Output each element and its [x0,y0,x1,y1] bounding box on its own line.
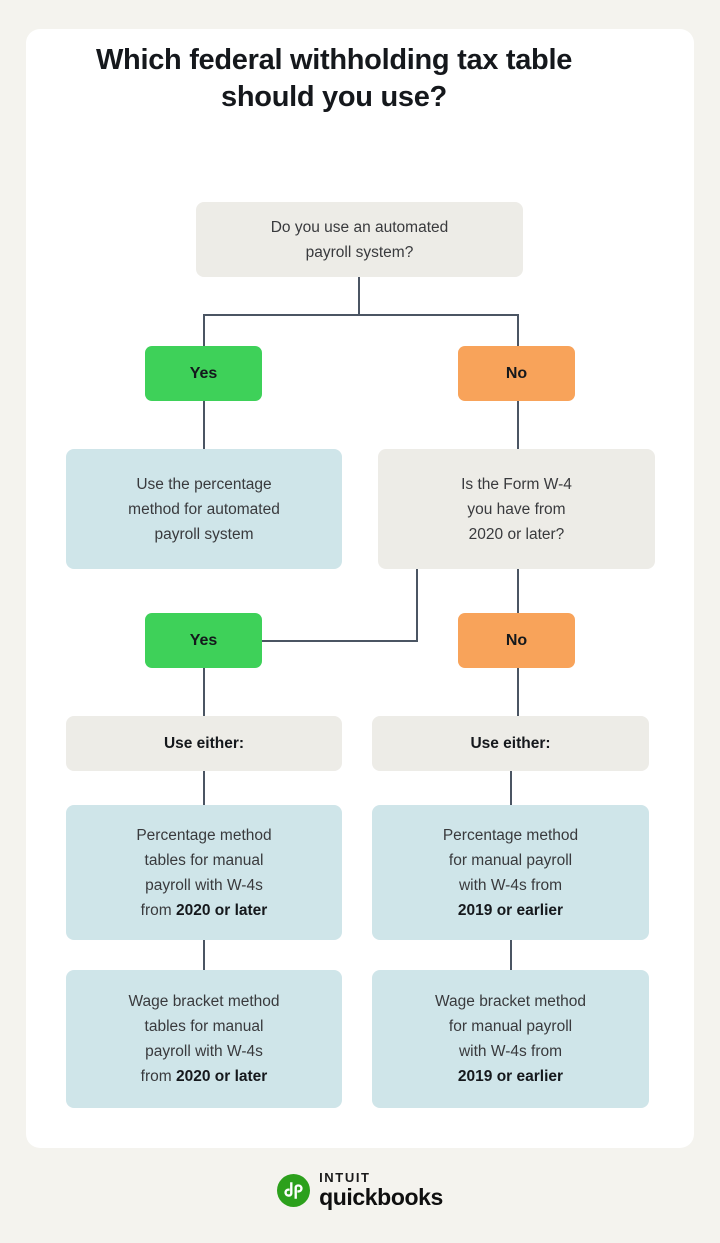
logo-intuit-text: INTUIT [319,1170,371,1185]
percentage-method-automated-box: Use the percentage method for automated … [66,449,342,569]
wb-2019-line-2: for manual payroll [448,1018,573,1035]
branch-no-level2[interactable]: No [458,613,575,668]
wb-tables-2020-line-4-bold: 2020 or later [175,1068,268,1085]
quickbooks-qb-circle-icon [277,1173,311,1207]
connector-no2-down [517,668,519,716]
logo-quickbooks-text: quickbooks [319,1184,443,1210]
branch-yes-level1[interactable]: Yes [145,346,262,401]
connector-outcome-right-down [510,940,512,970]
connector-root-bar [203,314,519,316]
pm-tables-2020-line-3: payroll with W-4s [145,876,263,894]
use-either-right-box: Use either: [372,716,649,771]
wb-2019-line-4: 2019 or earlier [457,1068,564,1085]
percentage-method-tables-2020-box: Percentage method tables for manual payr… [66,805,342,940]
automated-payroll-question-box: Do you use an automated payroll system? [196,202,523,277]
connector-w4-to-no2 [517,569,519,614]
branch-yes-level1-label: Yes [189,364,218,382]
pm-2019-line-4: 2019 or earlier [457,901,564,919]
form-w4-year-question-box: Is the Form W-4 you have from 2020 or la… [378,449,655,569]
pm-2019-line-2: for manual payroll [448,851,573,869]
branch-no-level2-label: No [505,631,528,649]
wb-tables-2020-line-2: tables for manual [144,1018,264,1035]
form-w4-year-question-line-1: Is the Form W-4 [461,475,572,493]
connector-use-either-left-down [203,771,205,805]
wb-tables-2020-line-4: from 2020 or later [128,1064,279,1089]
connector-w4-to-yes2-horizontal [262,640,418,642]
connector-w4-to-yes2-vertical [416,569,418,641]
branch-yes-level2[interactable]: Yes [145,613,262,668]
connector-no1-down [517,401,519,449]
connector-use-either-right-down [510,771,512,805]
page-title: Which federal withholding tax table shou… [95,44,573,113]
wb-tables-2020-line-3: payroll with W-4s [145,1043,263,1060]
connector-outcome-left-down [203,940,205,970]
wage-bracket-2019-box: Wage bracket method for manual payroll w… [372,970,649,1108]
pm-tables-2020-line-4: from 2020 or later [136,898,271,923]
wb-tables-2020-line-4-prefix: from [140,1068,176,1085]
connector-yes1-down [203,401,205,449]
wb-tables-2020-line-1: Wage bracket method [128,993,280,1010]
quickbooks-logo: INTUIT quickbooks [0,1171,720,1209]
pm-2019-line-1: Percentage method [442,826,579,844]
connector-root-stem [358,277,360,315]
form-w4-year-question-line-3: 2020 or later? [468,525,565,543]
use-either-left-box: Use either: [66,716,342,771]
use-either-right-label: Use either: [470,735,551,752]
automated-payroll-question-line-1: Do you use an automated [270,218,449,236]
pm-2019-line-3: with W-4s from [458,876,563,894]
pm-tables-2020-line-4-prefix: from [140,901,176,919]
wb-2019-line-3: with W-4s from [458,1043,563,1060]
branch-no-level1-label: No [505,364,528,382]
automated-payroll-question-line-2: payroll system? [305,243,414,261]
connector-yes2-down [203,668,205,716]
percentage-method-automated-line-3: payroll system [154,525,254,543]
branch-no-level1[interactable]: No [458,346,575,401]
branch-yes-level2-label: Yes [189,631,218,649]
percentage-method-2019-box: Percentage method for manual payroll wit… [372,805,649,940]
percentage-method-automated-line-1: Use the percentage [136,475,272,493]
use-either-left-label: Use either: [163,735,245,752]
pm-tables-2020-line-1: Percentage method [136,826,272,844]
pm-tables-2020-line-2: tables for manual [144,851,264,869]
wage-bracket-tables-2020-box: Wage bracket method tables for manual pa… [66,970,342,1108]
wb-2019-line-1: Wage bracket method [434,993,587,1010]
pm-tables-2020-line-4-bold: 2020 or later [175,901,268,919]
logo-wordmark: INTUIT quickbooks [319,1171,443,1209]
percentage-method-automated-line-2: method for automated [128,500,280,518]
connector-root-to-no [517,314,519,347]
connector-root-to-yes [203,314,205,347]
form-w4-year-question-line-2: you have from [467,500,566,518]
